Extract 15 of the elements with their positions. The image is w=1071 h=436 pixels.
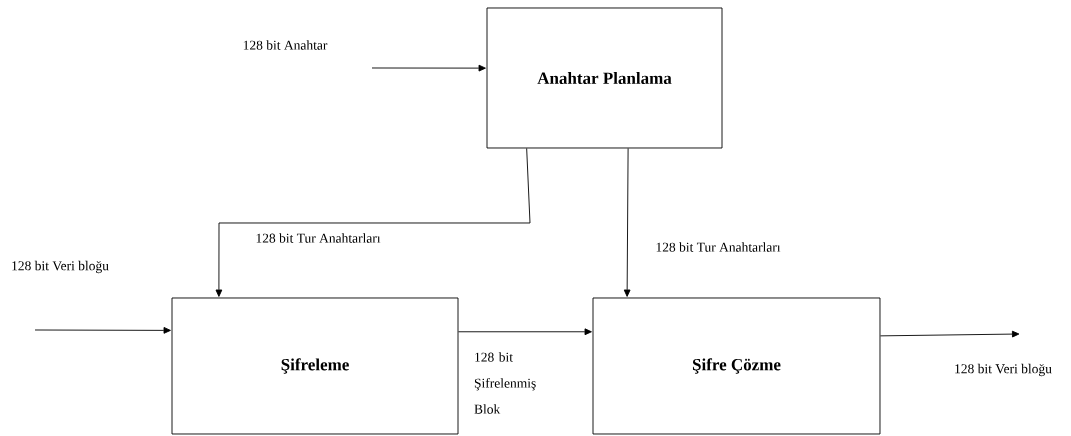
arrow [623, 148, 631, 297]
arrow [458, 328, 592, 336]
edge-label: 128 bit Veri bloğu [953, 362, 1053, 378]
process-box: Şifreleme [171, 297, 459, 435]
arrow [215, 148, 531, 297]
arrow [880, 330, 1020, 338]
edge-label: 128 bit Anahtar [241, 39, 329, 51]
edge-label: 128 bit Tur Anahtarları [654, 241, 782, 253]
edge-label: 128 bit Şifrelenmiş Blok [473, 351, 537, 415]
edge-label: 128 bit Tur Anahtarları [254, 232, 382, 244]
arrow [34, 327, 171, 334]
process-box: Şifre Çözme [592, 297, 881, 435]
edge-label: 128 bit Veri bloğu [10, 259, 110, 275]
arrow [371, 64, 486, 72]
process-box: Anahtar Planlama [486, 7, 723, 149]
